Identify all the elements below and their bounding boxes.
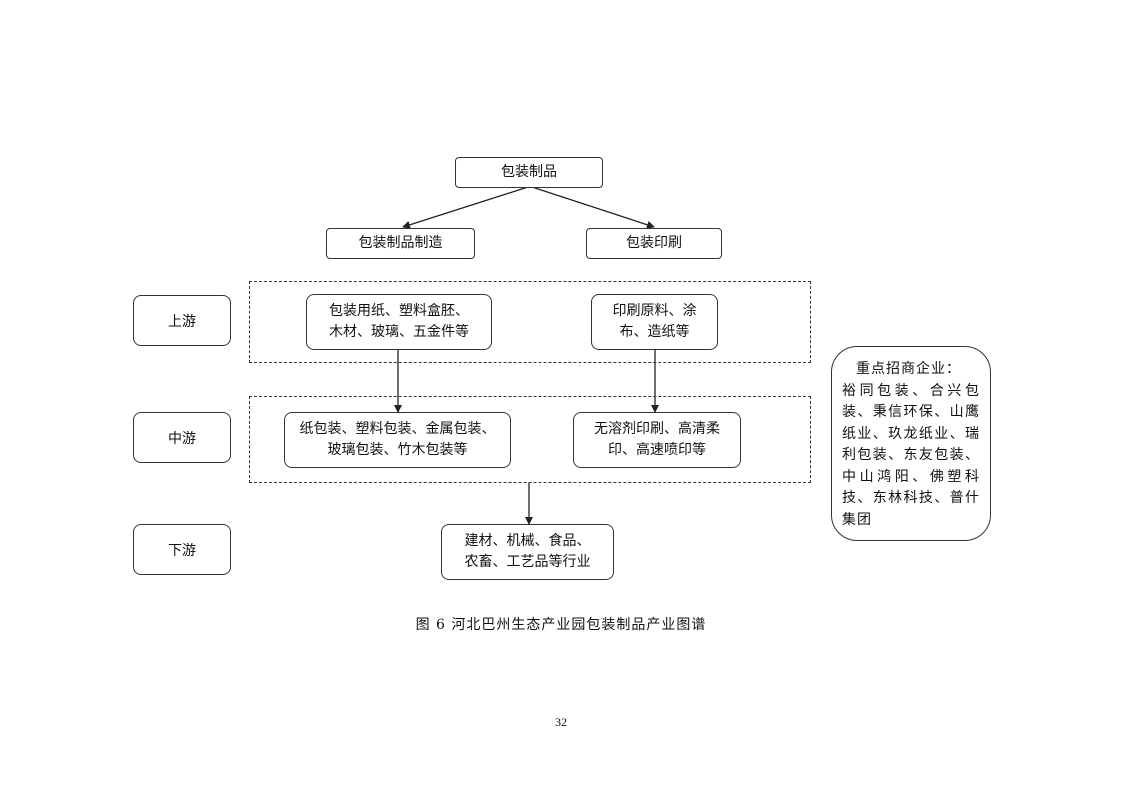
- stage-downstream: 下游: [133, 524, 231, 575]
- arrow-root-to-manufacture: [402, 186, 529, 229]
- upstream-dashed-frame: [249, 281, 811, 363]
- printing-node: 包装印刷: [586, 228, 722, 259]
- investment-list: 裕同包装、合兴包装、秉信环保、山鹰纸业、玖龙纸业、瑞利包装、东友包装、中山鸿阳、…: [842, 382, 980, 528]
- stage-midstream: 中游: [133, 412, 231, 463]
- downstream-box: 建材、机械、食品、 农畜、工艺品等行业: [441, 524, 614, 580]
- midstream-manufacture-box: 纸包装、塑料包装、金属包装、 玻璃包装、竹木包装等: [284, 412, 511, 468]
- arrow-root-to-printing: [531, 186, 655, 229]
- root-node: 包装制品: [455, 157, 603, 188]
- midstream-dashed-frame: [249, 396, 811, 483]
- investment-title: 重点招商企业：: [856, 361, 961, 377]
- upstream-printing-box: 印刷原料、涂 布、造纸等: [591, 294, 718, 350]
- page-number: 32: [555, 715, 567, 729]
- manufacture-node: 包装制品制造: [326, 228, 475, 259]
- figure-caption: 图 6 河北巴州生态产业园包装制品产业图谱: [415, 617, 707, 633]
- key-investment-companies-box: 重点招商企业： 裕同包装、合兴包装、秉信环保、山鹰纸业、玖龙纸业、瑞利包装、东友…: [831, 346, 991, 541]
- upstream-manufacture-box: 包装用纸、塑料盒胚、 木材、玻璃、五金件等: [306, 294, 492, 350]
- stage-upstream: 上游: [133, 295, 231, 346]
- midstream-printing-box: 无溶剂印刷、高清柔 印、高速喷印等: [573, 412, 741, 468]
